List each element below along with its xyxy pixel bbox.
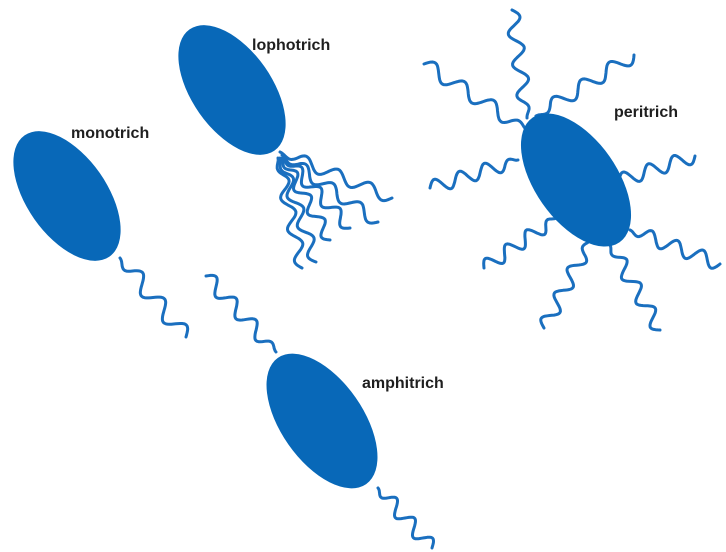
monotrich-flagellum <box>120 258 188 337</box>
peritrich-flagellum <box>610 245 660 330</box>
peritrich-bacterium <box>424 10 720 330</box>
peritrich-flagellum <box>508 10 529 118</box>
label-monotrich: monotrich <box>71 125 149 143</box>
peritrich-flagellum <box>541 240 590 328</box>
peritrich-flagellum <box>430 159 518 189</box>
amphitrich-cell-body <box>244 334 400 507</box>
amphitrich-bacterium <box>206 275 434 548</box>
peritrich-flagellum <box>424 62 527 130</box>
label-lophotrich: lophotrich <box>252 37 330 55</box>
label-amphitrich: amphitrich <box>362 375 444 393</box>
peritrich-flagellum <box>484 218 556 268</box>
monotrich-bacterium <box>0 112 188 337</box>
amphitrich-flagellum-bottom <box>378 488 434 548</box>
peritrich-flagellum <box>630 230 720 268</box>
lophotrich-cell-body <box>157 6 307 173</box>
amphitrich-flagellum-top <box>206 275 276 352</box>
label-peritrich: peritrich <box>614 104 678 122</box>
